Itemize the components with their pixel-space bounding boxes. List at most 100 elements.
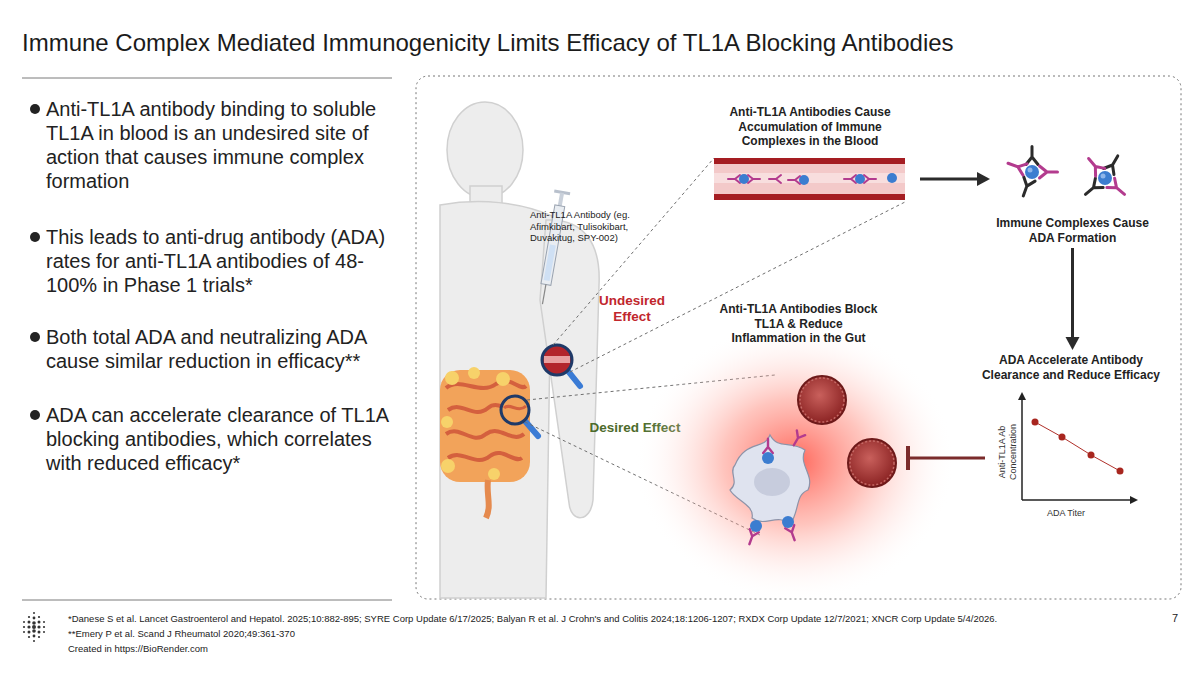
logo-dots [38, 631, 41, 634]
antigen-antibody [782, 516, 794, 528]
connector-line [1071, 248, 1074, 339]
immune-complex [1026, 147, 1038, 165]
human-figure [440, 202, 552, 598]
inhibition-bar [906, 446, 910, 470]
footnote: Created in https://BioRender.com [68, 643, 208, 655]
slide-title: Immune Complex Mediated Immunogenicity L… [22, 29, 954, 57]
antigen-antibody [790, 430, 806, 447]
antigen-antibody [750, 520, 762, 532]
intestines [488, 468, 500, 480]
immune-complex [1101, 174, 1106, 179]
arrow-head [977, 172, 990, 186]
blood-vessel-band [714, 158, 905, 200]
logo-dots [28, 621, 31, 624]
magnifier-blood [542, 345, 580, 386]
intestines [496, 372, 510, 386]
bullet-point: Anti-TL1A antibody binding to soluble TL… [46, 97, 391, 193]
immune-complex [1025, 165, 1039, 179]
clearance-graph [1035, 422, 1120, 471]
intestines [448, 453, 522, 460]
intestines [440, 370, 530, 482]
magnifier-gut [501, 396, 529, 424]
human-figure [440, 102, 599, 598]
logo-dots [27, 625, 30, 628]
blood-vessel-node: Anti-TL1A Antibodies Cause Accumulation … [700, 103, 920, 202]
red-immune-cell [848, 439, 896, 487]
logo-dots [23, 626, 25, 628]
red-immune-cell [798, 376, 846, 424]
gut-inflammation-glow [635, 322, 955, 602]
immune-complex [1098, 171, 1112, 185]
immune-complex [1040, 166, 1058, 178]
clearance-graph [1021, 398, 1023, 500]
magnifier-blood [542, 345, 572, 375]
logo-dots [33, 635, 36, 638]
logo-dots [43, 621, 45, 623]
logo-dots [38, 616, 40, 618]
intestines [446, 381, 526, 388]
intestines [441, 416, 453, 428]
clearance-graph [1022, 499, 1132, 501]
logo-dots [28, 636, 30, 638]
immune-complex [1006, 147, 1058, 199]
magnifier-gut [504, 406, 526, 409]
magnifier-blood [544, 356, 570, 363]
antigen-antibody [763, 439, 773, 453]
clearance-graph [1059, 434, 1066, 441]
connector-line [920, 177, 979, 180]
intestines [468, 367, 480, 379]
intestines [486, 480, 489, 518]
divider-rule [22, 600, 392, 601]
dendritic-cell [754, 468, 790, 496]
clearance-graph [1130, 496, 1138, 504]
blood-vessel-band [887, 173, 897, 183]
logo-dots [23, 612, 45, 642]
logo-dots [43, 631, 45, 633]
clearance-graph [1117, 468, 1124, 475]
logo-dots [33, 617, 36, 620]
logo-dots [33, 640, 35, 642]
logo-dots [23, 621, 25, 623]
red-immune-cell [800, 378, 844, 422]
footnote: **Emery P et al. Scand J Rheumatol 2020;… [68, 628, 295, 640]
logo-dots [43, 626, 45, 628]
dendritic-cell [730, 435, 810, 525]
page-number: 7 [1172, 612, 1178, 624]
gut-node: Anti-TL1A Antibodies Block TL1A & Reduce… [690, 300, 908, 580]
intestines [445, 371, 459, 385]
logo-dots [28, 631, 31, 634]
intestines [446, 431, 524, 438]
immune-complex [748, 175, 760, 183]
effect-label: Undesired Effect [594, 293, 670, 325]
leader-line [553, 158, 714, 345]
clearance-graph [1032, 419, 1039, 426]
logo-dots [38, 636, 40, 638]
immune-complex [788, 175, 809, 185]
bullet-point: This leads to anti-drug antibody (ADA) r… [46, 225, 391, 297]
syringe [544, 245, 556, 281]
immune-complex [728, 175, 740, 183]
arrow-head [1066, 337, 1080, 350]
magnifier-blood [568, 371, 580, 386]
logo-dots [32, 621, 36, 625]
logo-dots [23, 631, 25, 633]
immune-complex [1028, 168, 1033, 173]
immune-complex [844, 174, 876, 184]
syringe [535, 190, 571, 306]
logo-dots [38, 621, 41, 624]
bullet-point: Both total ADA and neutralizing ADA caus… [46, 325, 391, 373]
blood-vessel-band [714, 164, 905, 194]
logo-dots [32, 629, 36, 633]
graph-node: ADA Accelerate Antibody Clearance and Re… [985, 350, 1160, 525]
axis-label: ADA Titer [1026, 508, 1106, 519]
immune-complex [1006, 158, 1027, 175]
syringe [542, 284, 545, 304]
red-immune-cell [798, 376, 846, 424]
immune-complex [788, 176, 800, 184]
blood-vessel-band [714, 173, 905, 183]
blood-vessel-band [769, 175, 781, 183]
drug-label: Anti-TL1A Antibody (eg. Afimkibart, Tuli… [530, 209, 648, 244]
axis-label: Anti-TL1A Ab Concentration [997, 412, 1019, 492]
immune-complex-node: Immune Complexes Cause ADA Formation [990, 142, 1155, 248]
